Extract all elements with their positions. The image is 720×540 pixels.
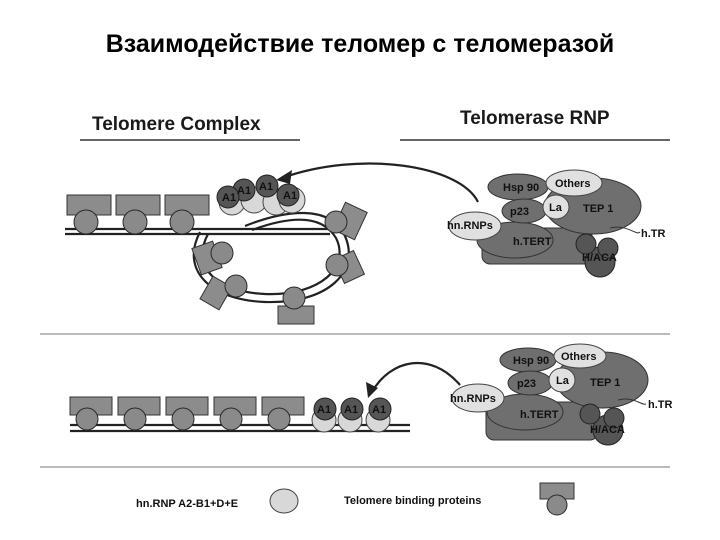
loop-protein bbox=[199, 274, 248, 311]
a1-label: A1 bbox=[317, 404, 331, 416]
telomere-block bbox=[69, 396, 113, 431]
others-label: Others bbox=[555, 178, 590, 190]
a1-cluster-top: A1 A1 A1 A1 bbox=[216, 174, 306, 216]
telomerase-rnp-top: Hsp 90 Others p23 La TEP 1 hn.RNPs h.TER… bbox=[447, 169, 665, 278]
telomerase-rnp-header: Telomerase RNP bbox=[460, 108, 610, 129]
loop-protein bbox=[324, 201, 368, 241]
hnrnps-label: hn.RNPs bbox=[450, 393, 496, 405]
hsp90-label: Hsp 90 bbox=[503, 182, 539, 194]
others-label: Others bbox=[561, 351, 596, 363]
loop-protein bbox=[191, 240, 234, 276]
telomere-block bbox=[165, 396, 209, 431]
p23-label: p23 bbox=[510, 206, 529, 218]
legend-hnrnp-label: hn.RNP A2-B1+D+E bbox=[136, 498, 238, 510]
a1-label: A1 bbox=[344, 404, 358, 416]
telomere-complex-header: Telomere Complex bbox=[92, 114, 261, 135]
telomere-block bbox=[66, 194, 112, 235]
a1-label: A1 bbox=[222, 192, 236, 204]
htert-label: h.TERT bbox=[520, 409, 559, 421]
loop-protein bbox=[325, 249, 366, 285]
t-loop-inner bbox=[201, 218, 341, 296]
a1-label: A1 bbox=[237, 185, 251, 197]
legend-tbp-label: Telomere binding proteins bbox=[344, 495, 481, 507]
telomere-block bbox=[117, 396, 161, 431]
legend-tbp-symbol bbox=[539, 482, 575, 516]
page-title: Взаимодействие теломер с теломеразой bbox=[105, 30, 615, 58]
hnrnps-label: hn.RNPs bbox=[447, 220, 493, 232]
p23-label: p23 bbox=[517, 378, 536, 390]
htert-label: h.TERT bbox=[513, 236, 552, 248]
telomere-block bbox=[164, 194, 210, 235]
telomere-block bbox=[115, 194, 161, 235]
htr-label: h.TR bbox=[648, 399, 672, 411]
t-loop-outer bbox=[192, 211, 350, 304]
telomere-block bbox=[213, 396, 257, 431]
recruitment-arrow-top bbox=[281, 162, 479, 203]
la-label: La bbox=[549, 202, 563, 214]
telomerase-rnp-bottom: Hsp 90 Others p23 La TEP 1 hn.RNPs h.TER… bbox=[450, 343, 672, 446]
htr-label: h.TR bbox=[641, 228, 665, 240]
loop-protein bbox=[277, 286, 315, 325]
tep1-label: TEP 1 bbox=[583, 203, 613, 215]
a1-cluster-bottom: A1 A1 A1 bbox=[311, 397, 392, 433]
hsp90-label: Hsp 90 bbox=[513, 355, 549, 367]
arrowhead-bottom bbox=[366, 382, 378, 398]
a1-label: A1 bbox=[283, 190, 297, 202]
telomere-block bbox=[261, 396, 305, 431]
haca-label: H/ACA bbox=[590, 424, 625, 436]
a1-label: A1 bbox=[372, 404, 386, 416]
tep1-label: TEP 1 bbox=[590, 377, 620, 389]
la-label: La bbox=[556, 375, 570, 387]
legend-hnrnp-symbol bbox=[269, 488, 299, 514]
recruitment-arrow-bottom bbox=[371, 361, 461, 393]
arrowhead-top bbox=[276, 170, 292, 184]
haca-label: H/ACA bbox=[582, 252, 617, 264]
a1-label: A1 bbox=[259, 181, 273, 193]
